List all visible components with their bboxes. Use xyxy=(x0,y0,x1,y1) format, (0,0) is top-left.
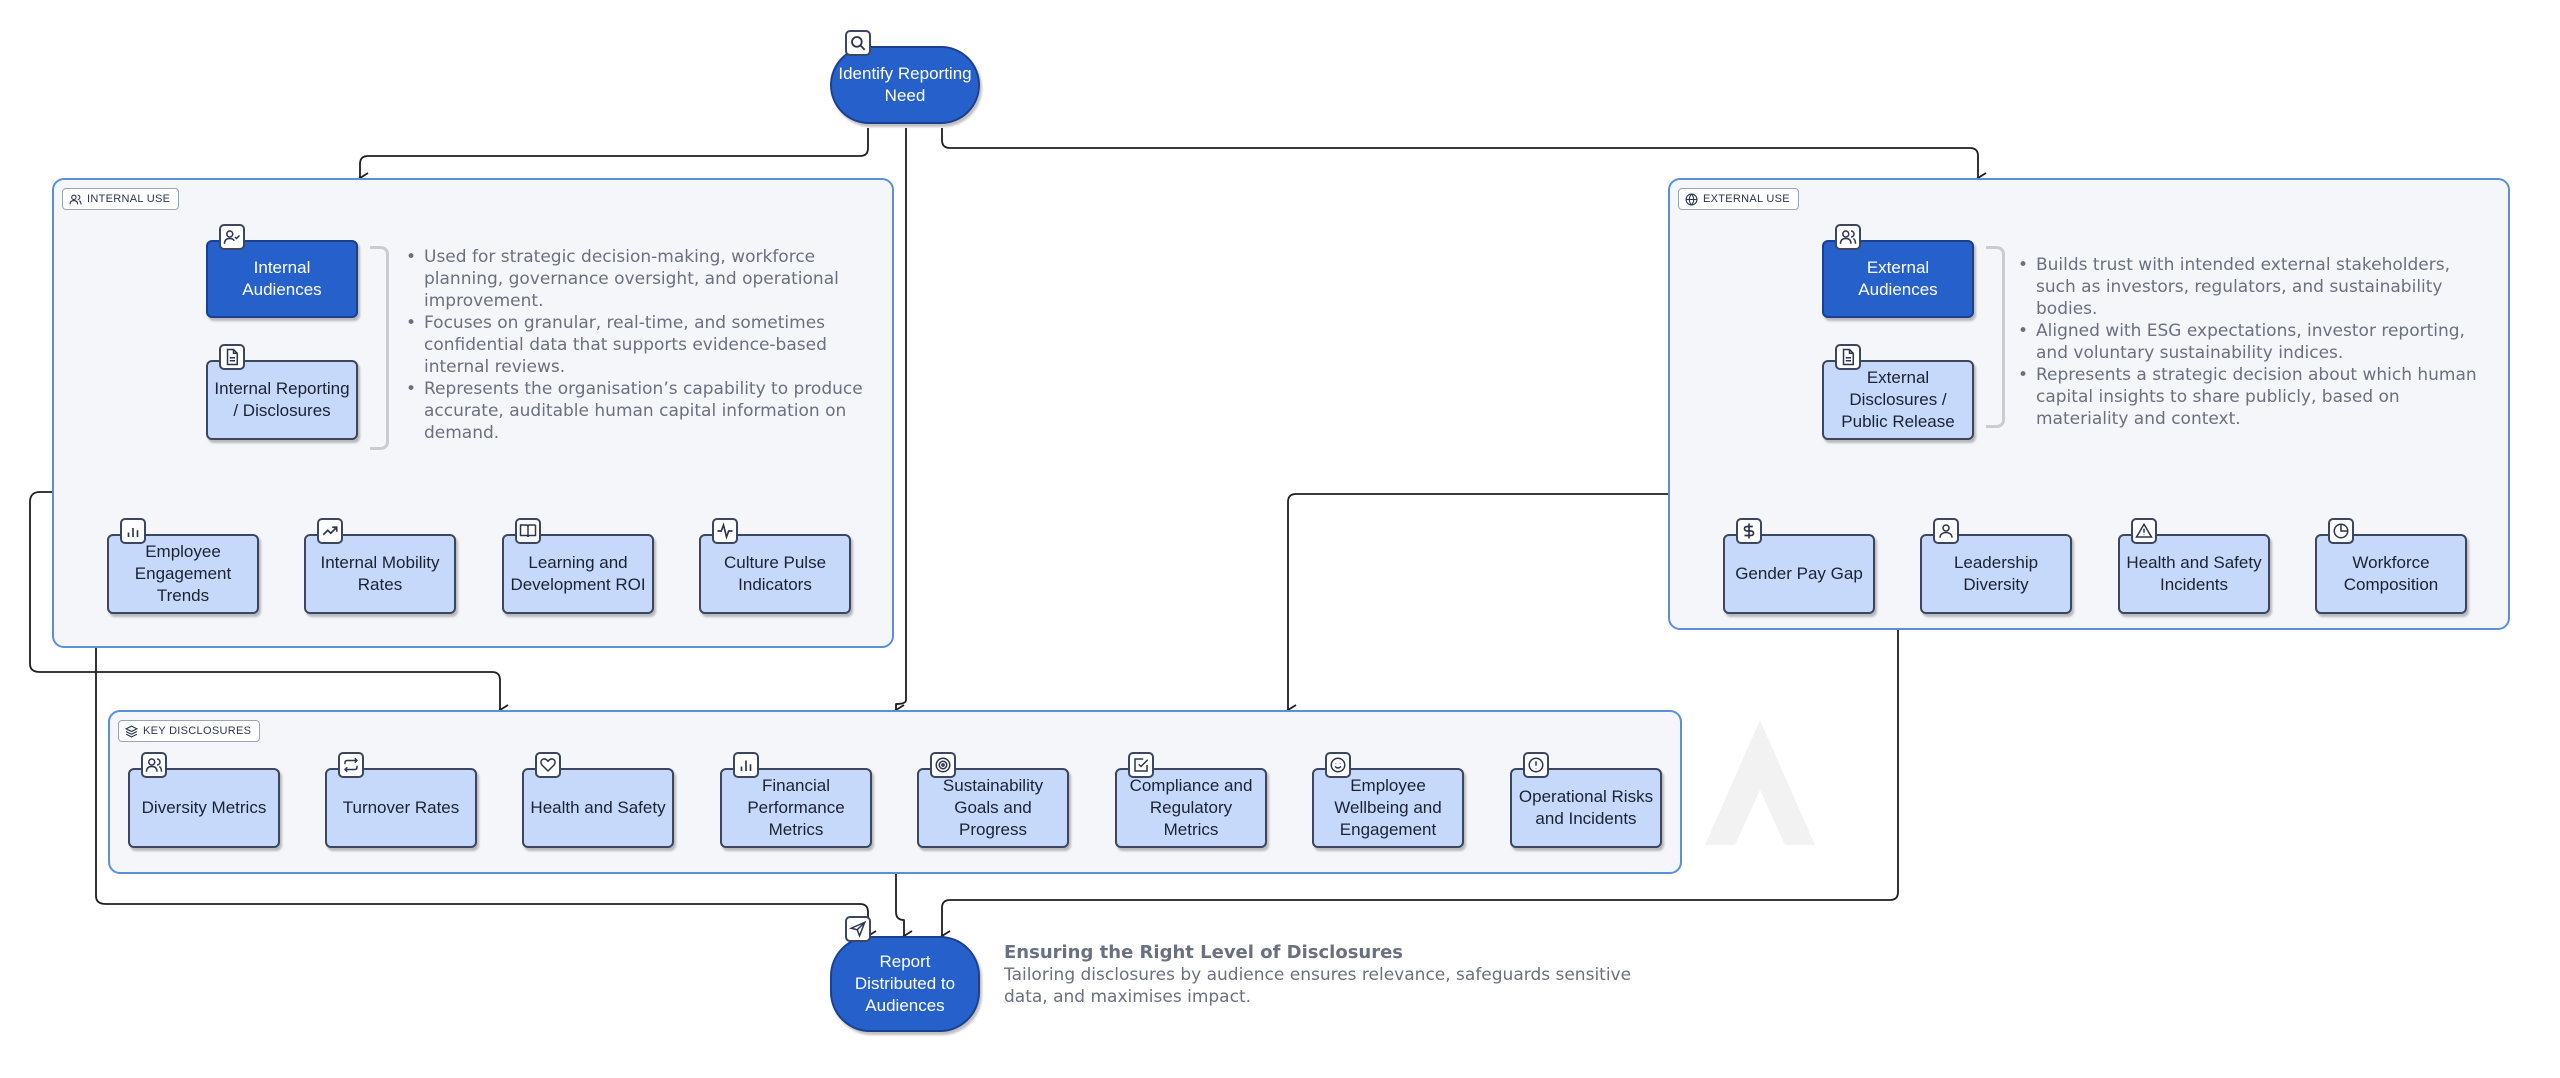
bar-chart-icon xyxy=(733,752,759,778)
check-square-icon xyxy=(1128,752,1154,778)
external-disclosures-label: External Disclosures / Public Release xyxy=(1841,368,1955,431)
external-note: Aligned with ESG expectations, investor … xyxy=(2016,320,2478,364)
operational-risks-incidents-node[interactable]: Operational Risks and Incidents xyxy=(1510,768,1662,848)
culture-pulse-indicators-node[interactable]: Culture Pulse Indicators xyxy=(699,534,851,614)
internal-mobility-rates-node[interactable]: Internal Mobility Rates xyxy=(304,534,456,614)
key-disclosures-tag-label: KEY DISCLOSURES xyxy=(143,725,252,737)
caption-text: Tailoring disclosures by audience ensure… xyxy=(1004,965,1632,1007)
user-icon xyxy=(1933,518,1959,544)
diversity-metrics-node[interactable]: Diversity Metrics xyxy=(128,768,280,848)
users-icon xyxy=(141,752,167,778)
bar-chart-icon xyxy=(120,518,146,544)
internal-notes-bracket xyxy=(370,246,389,450)
key-item-label: Financial Performance Metrics xyxy=(747,776,845,839)
report-distributed-label: Report Distributed to Audiences xyxy=(854,952,956,1015)
internal-note: Focuses on granular, real-time, and some… xyxy=(404,312,864,378)
external-use-tag-label: EXTERNAL USE xyxy=(1703,193,1790,205)
report-distributed-node[interactable]: Report Distributed to Audiences xyxy=(830,936,980,1032)
financial-performance-metrics-node[interactable]: Financial Performance Metrics xyxy=(720,768,872,848)
health-safety-incidents-node[interactable]: Health and Safety Incidents xyxy=(2118,534,2270,614)
send-icon xyxy=(845,916,871,942)
key-disclosures-tag: KEY DISCLOSURES xyxy=(118,720,261,742)
key-item-label: Turnover Rates xyxy=(342,798,460,817)
dollar-icon xyxy=(1736,518,1762,544)
users-icon xyxy=(69,194,82,204)
internal-use-tag-label: INTERNAL USE xyxy=(87,193,171,205)
external-note: Builds trust with intended external stak… xyxy=(2016,254,2478,320)
metric-label: Leadership Diversity xyxy=(1953,553,2039,594)
metric-label: Gender Pay Gap xyxy=(1735,564,1863,583)
key-item-label: Sustainability Goals and Progress xyxy=(942,776,1044,839)
pie-chart-icon xyxy=(2328,518,2354,544)
internal-reporting-node[interactable]: Internal Reporting / Disclosures xyxy=(206,360,358,440)
identify-reporting-need-label: Identify Reporting Need xyxy=(838,64,972,105)
activity-icon xyxy=(712,518,738,544)
search-icon xyxy=(845,30,871,56)
external-audiences-label: External Audiences xyxy=(1858,258,1938,299)
external-notes-list: Builds trust with intended external stak… xyxy=(2016,254,2478,430)
sustainability-goals-node[interactable]: Sustainability Goals and Progress xyxy=(917,768,1069,848)
caption-title: Ensuring the Right Level of Disclosures xyxy=(1004,942,1404,963)
internal-note: Represents the organisation’s capability… xyxy=(404,378,864,444)
key-item-label: Employee Wellbeing and Engagement xyxy=(1334,776,1442,839)
smile-icon xyxy=(1325,752,1351,778)
users-icon xyxy=(1835,224,1861,250)
warning-icon xyxy=(2131,518,2157,544)
internal-use-tag: INTERNAL USE xyxy=(62,188,180,210)
key-item-label: Operational Risks and Incidents xyxy=(1518,787,1654,828)
disclosure-caption: Ensuring the Right Level of Disclosures … xyxy=(1004,942,1644,1008)
metric-label: Health and Safety Incidents xyxy=(2126,553,2262,594)
employee-engagement-trends-node[interactable]: Employee Engagement Trends xyxy=(107,534,259,614)
internal-audiences-label: Internal Audiences xyxy=(242,258,322,299)
key-item-label: Health and Safety xyxy=(530,798,666,817)
alert-circle-icon xyxy=(1523,752,1549,778)
metric-label: Employee Engagement Trends xyxy=(134,542,232,605)
globe-icon xyxy=(1685,193,1698,206)
external-audiences-node[interactable]: External Audiences xyxy=(1822,240,1974,318)
employee-wellbeing-engagement-node[interactable]: Employee Wellbeing and Engagement xyxy=(1312,768,1464,848)
key-item-label: Diversity Metrics xyxy=(141,798,267,817)
user-check-icon xyxy=(219,224,245,250)
health-and-safety-node[interactable]: Health and Safety xyxy=(522,768,674,848)
turnover-rates-node[interactable]: Turnover Rates xyxy=(325,768,477,848)
target-icon xyxy=(930,752,956,778)
learning-development-roi-node[interactable]: Learning and Development ROI xyxy=(502,534,654,614)
internal-audiences-node[interactable]: Internal Audiences xyxy=(206,240,358,318)
compliance-regulatory-metrics-node[interactable]: Compliance and Regulatory Metrics xyxy=(1115,768,1267,848)
external-notes-bracket xyxy=(1986,246,2005,428)
identify-reporting-need-node[interactable]: Identify Reporting Need xyxy=(830,46,980,124)
workforce-composition-node[interactable]: Workforce Composition xyxy=(2315,534,2467,614)
repeat-icon xyxy=(338,752,364,778)
gender-pay-gap-node[interactable]: Gender Pay Gap xyxy=(1723,534,1875,614)
heart-icon xyxy=(535,752,561,778)
internal-reporting-label: Internal Reporting / Disclosures xyxy=(214,379,350,420)
internal-notes-list: Used for strategic decision-making, work… xyxy=(404,246,864,444)
internal-note: Used for strategic decision-making, work… xyxy=(404,246,864,312)
metric-label: Internal Mobility Rates xyxy=(320,553,440,594)
metric-label: Learning and Development ROI xyxy=(510,553,646,594)
trending-up-icon xyxy=(317,518,343,544)
external-disclosures-node[interactable]: External Disclosures / Public Release xyxy=(1822,360,1974,440)
book-icon xyxy=(515,518,541,544)
external-use-tag: EXTERNAL USE xyxy=(1678,188,1799,210)
watermark-logo-icon xyxy=(1705,720,1815,845)
document-icon xyxy=(219,344,245,370)
layers-icon xyxy=(125,724,138,738)
metric-label: Workforce Composition xyxy=(2343,553,2439,594)
document-icon xyxy=(1835,344,1861,370)
external-note: Represents a strategic decision about wh… xyxy=(2016,364,2478,430)
metric-label: Culture Pulse Indicators xyxy=(723,553,827,594)
key-item-label: Compliance and Regulatory Metrics xyxy=(1129,776,1253,839)
leadership-diversity-node[interactable]: Leadership Diversity xyxy=(1920,534,2072,614)
